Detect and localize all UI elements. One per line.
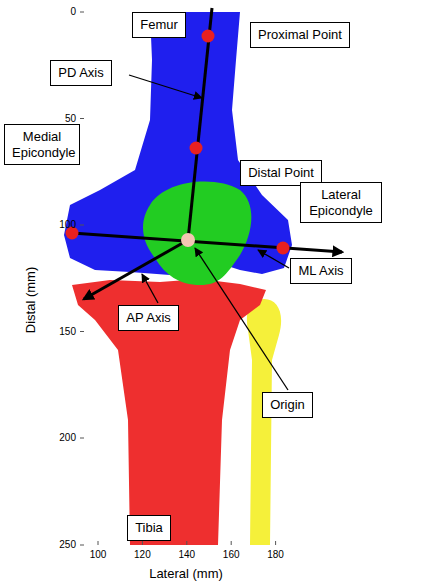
tibia <box>72 279 266 545</box>
tick-value: 250 <box>59 540 76 550</box>
tick-value: 180 <box>267 550 284 560</box>
box-text: AP Axis <box>126 310 171 326</box>
axis-label: PD Axis <box>50 60 112 86</box>
box-text: ML Axis <box>298 263 344 279</box>
origin-dot <box>181 233 195 247</box>
box-text: Proximal Point <box>258 27 342 43</box>
point-label: Lateral Epicondyle <box>300 182 382 223</box>
axis-label: AP Axis <box>118 305 179 331</box>
tick-value: 50 <box>65 114 76 124</box>
box-text: Lateral Epicondyle <box>308 187 374 218</box>
axis-title: Lateral (mm) <box>149 567 223 580</box>
box-text: Femur <box>140 17 178 33</box>
patella <box>143 182 251 285</box>
pd-axis-line <box>188 8 212 240</box>
part-label: Femur <box>132 12 186 38</box>
axis-title: Distal (mm) <box>24 267 37 333</box>
box-text: Origin <box>270 397 305 413</box>
distal-point-dot <box>190 142 203 155</box>
point-label: Medial Epicondyle <box>4 124 80 165</box>
axis-ticks <box>80 12 276 545</box>
point-label: Proximal Point <box>250 22 350 48</box>
tick-value: 200 <box>59 433 76 443</box>
coordinate-axes <box>72 8 342 299</box>
ml-axis-line <box>72 233 342 252</box>
tick-value: 150 <box>59 327 76 337</box>
tick-value: 160 <box>223 550 240 560</box>
tick-value: 120 <box>134 550 151 560</box>
box-text: Distal Point <box>248 165 314 181</box>
point-label: Origin <box>262 392 313 418</box>
tick-value: 140 <box>178 550 195 560</box>
lateral-epicondyle-dot <box>277 242 290 255</box>
part-label: Tibia <box>127 515 171 541</box>
box-text: Medial Epicondyle <box>12 129 72 160</box>
proximal-point-dot <box>202 30 215 43</box>
tick-value: 100 <box>90 550 107 560</box>
leader-lines <box>129 75 289 390</box>
axis-label: ML Axis <box>290 258 352 284</box>
box-text: PD Axis <box>58 65 104 81</box>
tick-value: 100 <box>59 220 76 230</box>
ap-axis-line <box>84 240 188 299</box>
box-text: Tibia <box>135 520 163 536</box>
tick-value: 0 <box>70 7 76 17</box>
